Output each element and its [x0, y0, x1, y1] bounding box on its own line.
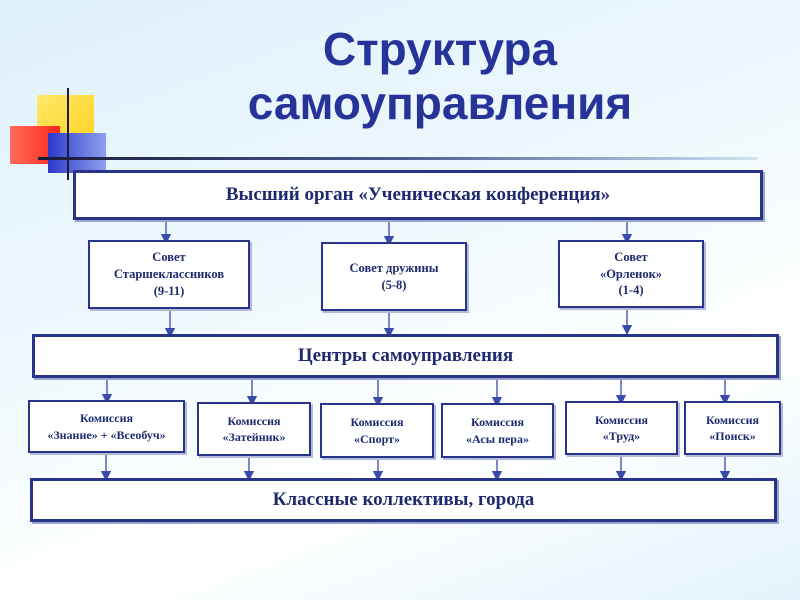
commission-label: Комиссия «Асы пера» — [466, 415, 529, 446]
commission-box-knowledge: Комиссия «Знание» + «Всеобуч» — [28, 400, 185, 453]
top-organ-box: Высший орган «Ученическая конференция» — [73, 170, 763, 220]
class-collectives-label: Классные коллективы, города — [272, 489, 535, 510]
commission-label: Комиссия «Затейник» — [222, 413, 286, 444]
commission-label: Комиссия «Знание» + «Всеобуч» — [47, 411, 166, 442]
commission-box-entertainer: Комиссия «Затейник» — [197, 402, 311, 456]
class-collectives-box: Классные коллективы, города — [30, 478, 777, 522]
commission-box-sport: Комиссия «Спорт» — [320, 403, 434, 458]
self-government-centers-box: Центры самоуправления — [32, 334, 779, 378]
commission-box-labor: Комиссия «Труд» — [565, 401, 678, 455]
commission-box-writers: Комиссия «Асы пера» — [441, 403, 554, 458]
commission-label: Комиссия «Поиск» — [705, 412, 760, 443]
council-box-orlenok: Совет «Орленок» (1-4) — [558, 240, 704, 308]
page-title: Структура самоуправления — [247, 23, 633, 130]
commission-label: Комиссия «Спорт» — [350, 415, 404, 446]
decor-blue-square — [48, 133, 106, 173]
council-box-squad: Совет дружины (5-8) — [321, 242, 467, 311]
commission-box-search: Комиссия «Поиск» — [684, 401, 781, 455]
centers-label: Центры самоуправления — [297, 345, 514, 366]
decor-vertical-line — [67, 88, 69, 180]
commission-label: Комиссия «Труд» — [594, 412, 649, 443]
decor-horizontal-line — [38, 157, 758, 160]
council-label: Совет «Орленок» (1-4) — [599, 249, 663, 298]
council-label: Совет Старшеклассников (9-11) — [113, 250, 225, 298]
council-label: Совет дружины (5-8) — [349, 260, 439, 292]
top-organ-label: Высший орган «Ученическая конференция» — [225, 184, 611, 205]
council-box-seniors: Совет Старшеклассников (9-11) — [88, 240, 250, 309]
